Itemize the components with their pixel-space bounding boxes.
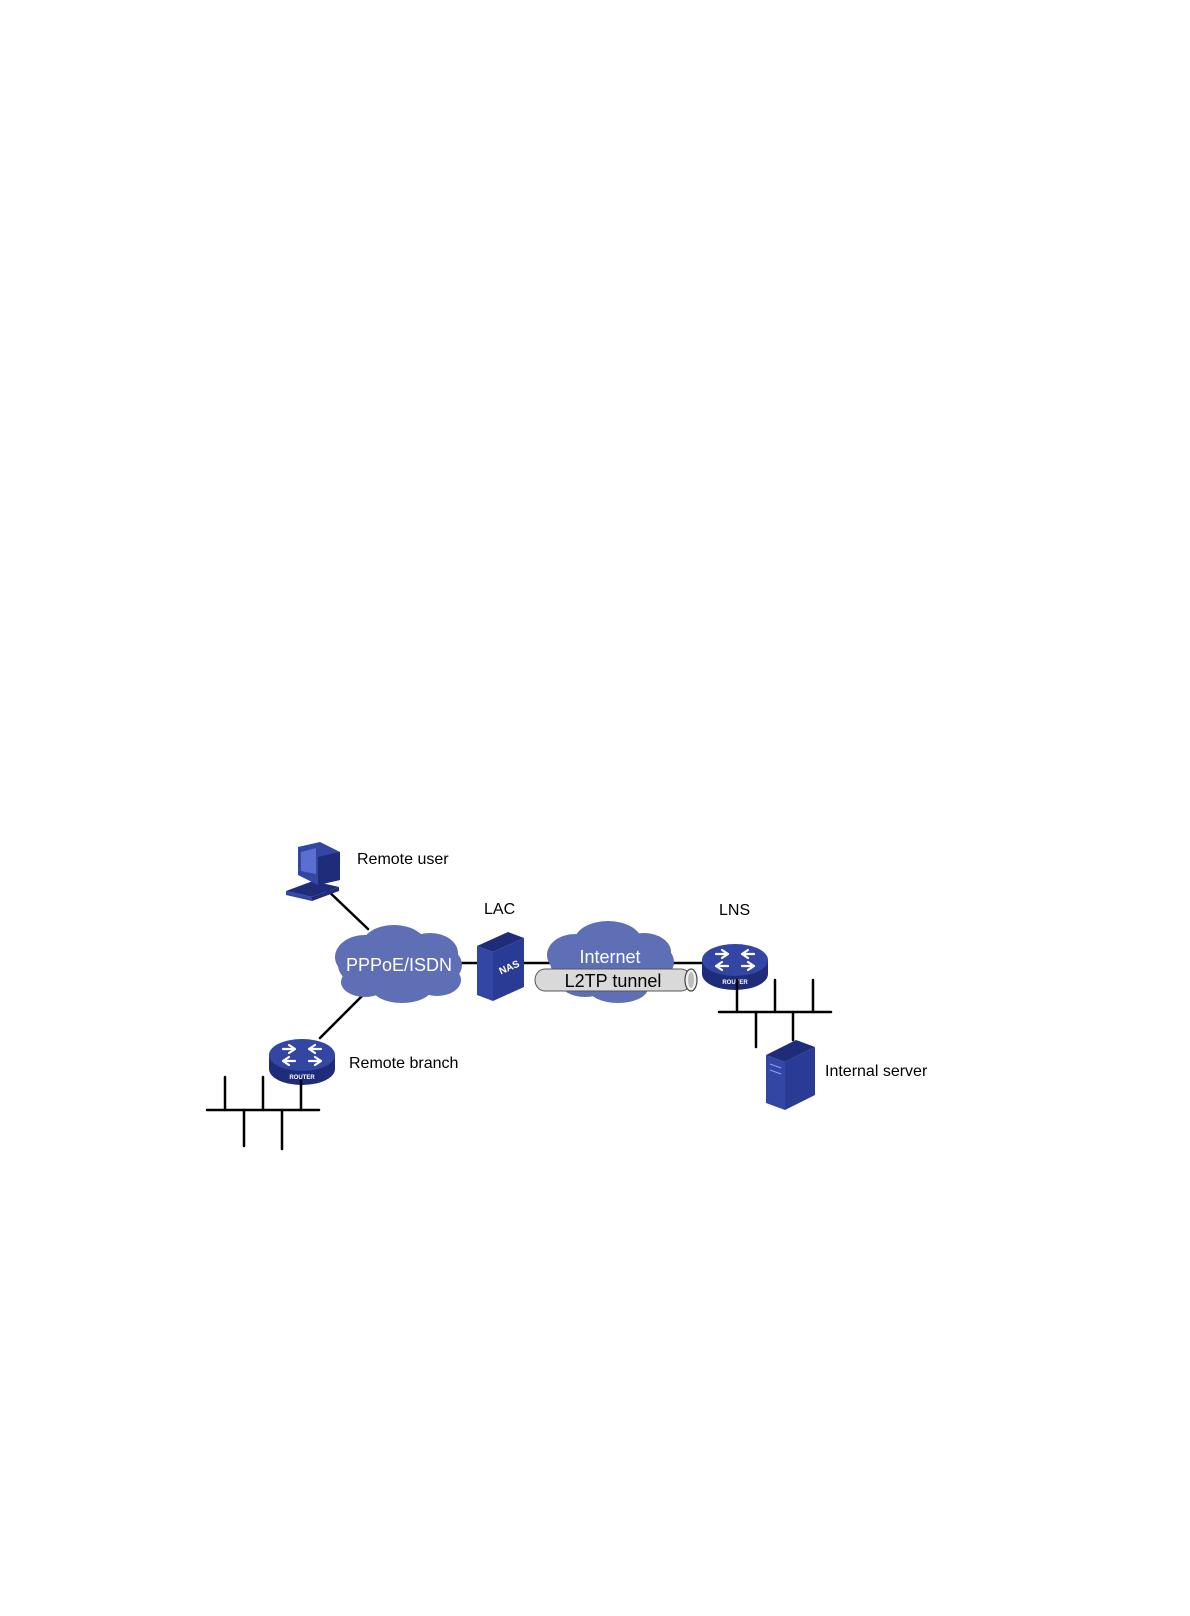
access-cloud: PPPoE/ISDN	[335, 925, 462, 1003]
remote-branch: ROUTER Remote branch	[269, 1039, 458, 1085]
internal-server: Internal server	[766, 1040, 928, 1110]
lac-label: LAC	[484, 901, 515, 918]
router-icon: ROUTER	[269, 1039, 335, 1085]
access-cloud-label: PPPoE/ISDN	[346, 955, 452, 975]
router-badge: ROUTER	[722, 980, 748, 986]
server-icon	[766, 1040, 815, 1110]
tunnel-end-inner	[688, 972, 694, 988]
lns-node: LNS ROUTER	[702, 902, 768, 990]
lns-lan-bus	[719, 980, 831, 1047]
remote-branch-label: Remote branch	[349, 1055, 458, 1072]
router-icon: ROUTER	[702, 944, 768, 990]
internal-server-label: Internal server	[825, 1063, 928, 1080]
nas-icon: NAS	[477, 932, 524, 1001]
tunnel-label: L2TP tunnel	[565, 971, 662, 991]
lns-label: LNS	[719, 902, 750, 919]
internet-cloud-label: Internet	[579, 947, 640, 967]
link-access-branch	[320, 992, 366, 1038]
l2tp-tunnel: L2TP tunnel	[535, 969, 697, 991]
lac-node: LAC NAS	[477, 901, 524, 1001]
pc-icon	[286, 842, 340, 901]
remote-user: Remote user	[286, 842, 449, 901]
branch-lan-bus	[207, 1077, 319, 1149]
router-badge: ROUTER	[289, 1075, 315, 1081]
remote-user-label: Remote user	[357, 851, 449, 868]
